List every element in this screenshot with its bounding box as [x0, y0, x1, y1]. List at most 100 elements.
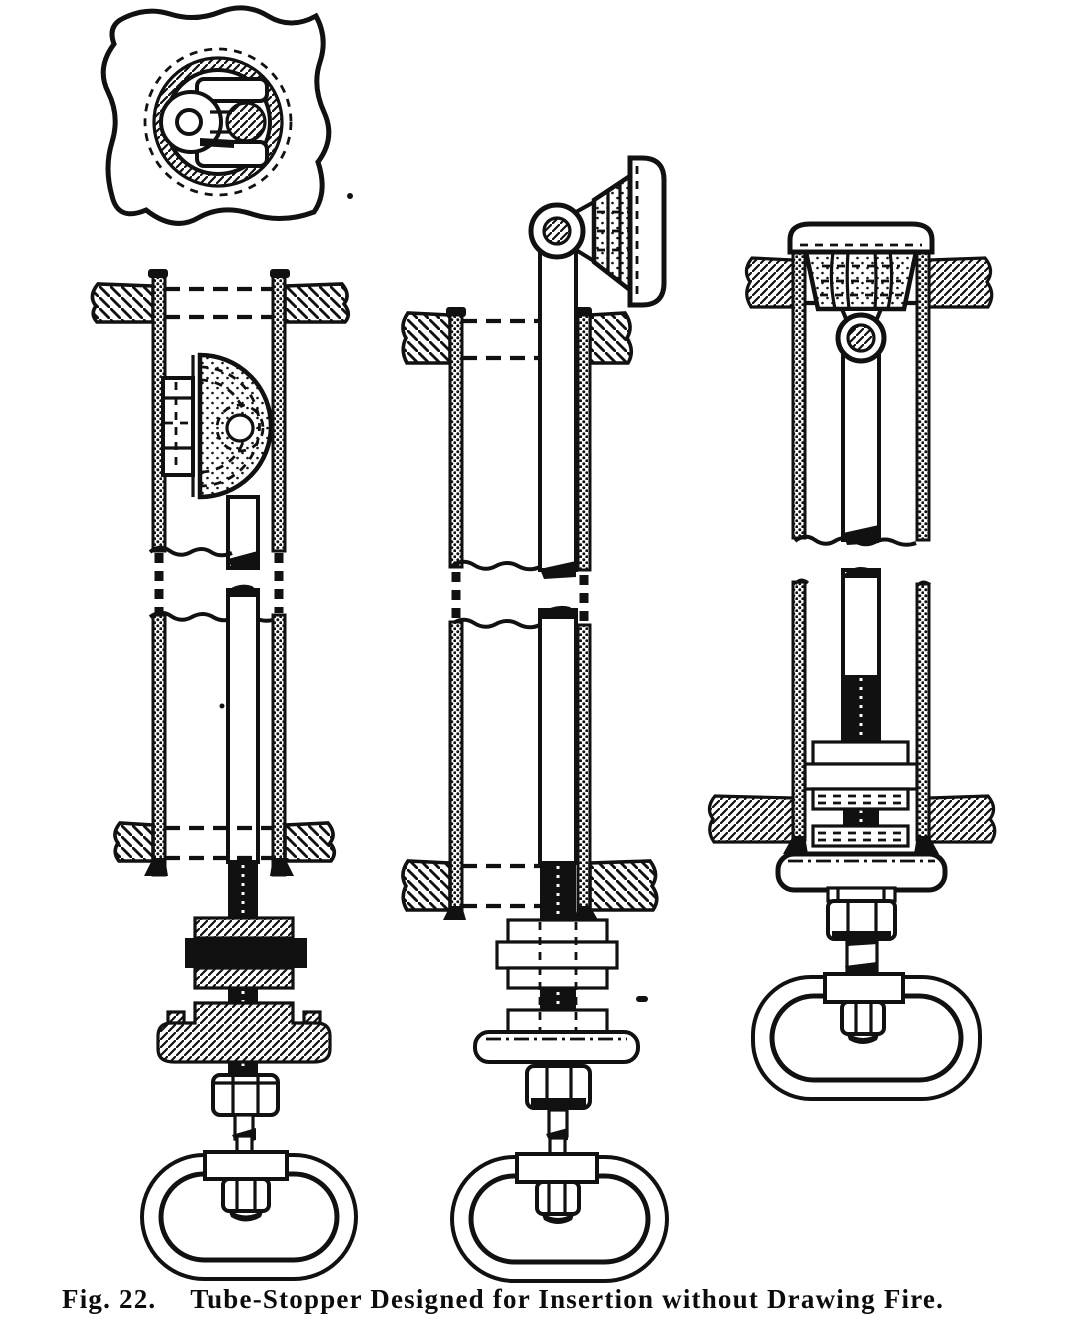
gland-flange	[473, 1030, 640, 1064]
collar-ticks	[836, 888, 886, 901]
washer-bottom	[811, 824, 910, 848]
dome-dashed-arcs	[199, 365, 261, 488]
stray-dot	[219, 703, 225, 709]
stopper-cap	[627, 155, 667, 308]
bottom-tube-plate-left	[113, 821, 155, 863]
ring-crossbar	[515, 1152, 599, 1184]
bolt-head-lines	[163, 396, 193, 450]
stay-rod-upper	[841, 354, 881, 542]
tube-wall-right	[271, 271, 287, 553]
plan-view	[100, 5, 353, 226]
break-line-upper	[450, 559, 541, 572]
bottom-tube-plate-right	[588, 859, 659, 912]
top-tube-plate-right	[927, 256, 994, 309]
stay-rod-lower	[538, 608, 578, 865]
pivot-pin	[542, 216, 572, 246]
ring-nut-facets	[235, 1179, 257, 1211]
tube-rim-cap	[148, 269, 168, 278]
stray-dash	[636, 996, 648, 1002]
gland-flange	[156, 1001, 332, 1064]
figure-label: Fig. 22.	[62, 1284, 157, 1314]
tube-wall-right	[576, 313, 592, 572]
washer-upper	[506, 918, 609, 944]
ink-wedge	[200, 138, 234, 148]
bolt-head	[161, 376, 195, 477]
washer-bottom	[506, 1008, 609, 1034]
ring-nut-shadow	[846, 1032, 880, 1044]
tube-wall-right	[915, 582, 931, 842]
stopper-lobe-hole	[175, 108, 203, 136]
dome-hub	[225, 413, 255, 443]
section-stopper-inside-tube	[90, 269, 358, 1281]
rod-break-wedge	[540, 561, 576, 579]
tube-wall-left	[791, 250, 807, 540]
nut-shadow-band	[531, 1098, 586, 1108]
bottom-tube-plate-left	[707, 794, 795, 844]
plug-hidden-lines	[597, 210, 628, 252]
stay-rod-lower	[226, 588, 260, 864]
stopper-cap	[787, 221, 935, 255]
stray-dot	[347, 193, 353, 199]
top-tube-plate-right	[283, 282, 351, 324]
washer-wide	[495, 940, 619, 970]
tube-wall-right	[915, 250, 931, 542]
hidden-plate-lines	[462, 863, 540, 909]
tube-foot	[914, 836, 939, 854]
stem-lines	[210, 110, 230, 134]
gland-washer-upper	[193, 916, 295, 940]
clamp-nut	[211, 1073, 280, 1117]
rod-break-cap	[228, 584, 258, 597]
gland-flange	[775, 851, 948, 893]
section-stopper-seated	[707, 221, 997, 1101]
stub-top-mark	[844, 933, 878, 946]
ring-nut-facets	[854, 1002, 873, 1034]
ring-crossbar	[823, 972, 905, 1004]
nut-facets	[214, 1075, 277, 1115]
hidden-rod-edges	[538, 922, 578, 1030]
top-tube-plate-left	[744, 256, 795, 309]
tube-foot	[144, 858, 168, 876]
washer-wide	[803, 762, 919, 791]
tube-foot	[574, 906, 598, 920]
clamp-crossbar	[185, 938, 307, 968]
rod-break-cap	[843, 567, 879, 578]
bolt-hidden-lines	[165, 382, 191, 472]
figure-title: Tube-Stopper Designed for Insertion with…	[190, 1284, 945, 1314]
tube-rim-cap	[270, 269, 290, 278]
dome-hub-dashed-ring	[215, 403, 265, 453]
ring-nut	[535, 1180, 581, 1216]
stay-rod-upper	[538, 248, 578, 572]
elevation-stopper-raised	[401, 155, 669, 1283]
ring-nut-shadow	[541, 1212, 575, 1224]
plug-hidden-lines	[820, 264, 902, 297]
pivot-pin	[846, 323, 876, 353]
bottom-tube-plate-left	[401, 859, 452, 912]
bottom-tube-plate-right	[927, 794, 997, 844]
break-line-lower	[450, 617, 541, 630]
ring-nut-facets	[547, 1182, 567, 1214]
ring-nut-shadow	[228, 1209, 264, 1222]
stopper-top-bar	[195, 77, 269, 103]
hidden-plate-lines	[462, 318, 540, 361]
top-tube-plate-left	[401, 311, 452, 365]
wall-gap-dashes	[451, 572, 589, 621]
top-tube-plate-right	[588, 311, 634, 365]
rod-break-cap	[540, 605, 576, 619]
washer-lower	[506, 966, 609, 990]
ring-crossbar	[203, 1150, 289, 1181]
tube-foot	[783, 836, 808, 854]
tube-foot	[443, 906, 466, 920]
gland-washer-lower	[193, 966, 295, 990]
tube-wall-left	[791, 580, 807, 842]
stopper-plug-body	[591, 171, 633, 295]
washer-upper	[811, 740, 910, 766]
break-line-upper	[148, 545, 233, 558]
pin-section-hatched	[225, 101, 267, 143]
hidden-plate-lines	[165, 825, 273, 861]
rod-break-wedge	[228, 551, 258, 569]
tube-wall-left	[448, 313, 464, 569]
bottom-tube-plate-right	[283, 821, 337, 863]
threaded-rod	[843, 675, 879, 742]
